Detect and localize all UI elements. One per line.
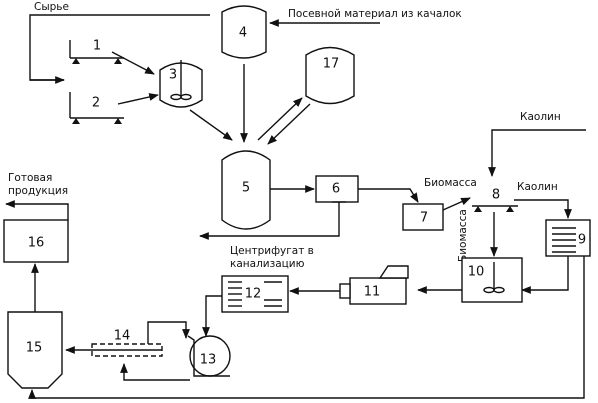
unit-8-number: 8 xyxy=(492,188,500,203)
unit-5-fermenter: 5 xyxy=(221,150,271,230)
biomass-label-horizontal: Биомасса xyxy=(424,177,477,189)
unit-6-centrifuge: 6 xyxy=(315,175,359,208)
unit-10-number: 10 xyxy=(468,265,485,280)
unit-10-mixer: 10 xyxy=(461,257,523,303)
unit-16-packing: 16 xyxy=(3,219,69,263)
unit-7-number: 7 xyxy=(420,211,428,226)
arrow-1-to-3 xyxy=(111,51,155,75)
kaolin-label-top: Каолин xyxy=(520,111,561,123)
unit-13-mill: 13 xyxy=(187,335,231,377)
product-label-line2: продукция xyxy=(8,185,68,197)
arrow-9-to-10 xyxy=(521,256,569,294)
unit-1-number: 1 xyxy=(93,39,101,54)
biomass-label-vertical: Биомасса xyxy=(457,209,469,262)
raw-material-label: Сырье xyxy=(34,1,69,13)
unit-12-tank: 12 xyxy=(221,275,289,313)
centrifugate-label-line2: канализацию xyxy=(230,258,305,270)
unit-17-number: 17 xyxy=(323,57,340,72)
unit-2-number: 2 xyxy=(92,96,100,111)
arrow-3-to-5 xyxy=(189,109,233,141)
unit-4-number: 4 xyxy=(239,26,247,41)
unit-4-seed-vessel: 4 xyxy=(221,5,267,59)
unit-13-number: 13 xyxy=(200,353,217,368)
unit-1-scale: 1 xyxy=(69,39,124,64)
arrow-16-to-product xyxy=(5,200,69,220)
arrow-5-to-17 xyxy=(257,97,303,141)
unit-8-scale: 8 xyxy=(472,188,518,212)
unit-5-number: 5 xyxy=(242,181,250,196)
unit-17-vessel: 17 xyxy=(305,46,355,105)
unit-14-number: 14 xyxy=(114,329,131,344)
unit-7-collector: 7 xyxy=(402,203,444,231)
arrow-13-to-14 xyxy=(120,363,190,381)
arrow-8-to-9 xyxy=(514,199,572,219)
unit-2-scale: 2 xyxy=(69,92,124,124)
unit-6-number: 6 xyxy=(332,182,340,197)
unit-11-dryer: 11 xyxy=(339,265,409,305)
raw-material-line xyxy=(29,14,210,84)
unit-11-number: 11 xyxy=(364,285,381,300)
arrow-2-to-3 xyxy=(117,93,159,105)
unit-14-conveyor: 14 xyxy=(91,321,190,357)
arrow-9-to-15-return xyxy=(28,256,585,399)
product-label-line1: Готовая xyxy=(8,172,52,184)
seed-material-label: Посевной материал из качалок xyxy=(288,8,462,20)
arrow-7-to-8 xyxy=(442,197,471,211)
unit-12-number: 12 xyxy=(245,287,262,302)
unit-9-tank: 9 xyxy=(545,219,591,257)
unit-3-mixer: 3 xyxy=(159,60,203,108)
arrow-centrifugate-out xyxy=(199,208,340,240)
arrow-12-to-13 xyxy=(202,295,222,337)
unit-3-number: 3 xyxy=(169,68,177,83)
unit-15-number: 15 xyxy=(26,341,43,356)
unit-15-hopper: 15 xyxy=(7,311,63,389)
unit-9-number: 9 xyxy=(578,233,586,248)
centrifugate-label-line1: Центрифугат в xyxy=(230,245,314,257)
unit-16-number: 16 xyxy=(28,236,45,251)
arrow-kaolin-to-8 xyxy=(488,129,586,177)
arrow-6-to-7 xyxy=(358,188,419,203)
kaolin-label-right: Каолин xyxy=(517,181,558,193)
arrow-17-to-5 xyxy=(267,103,311,145)
